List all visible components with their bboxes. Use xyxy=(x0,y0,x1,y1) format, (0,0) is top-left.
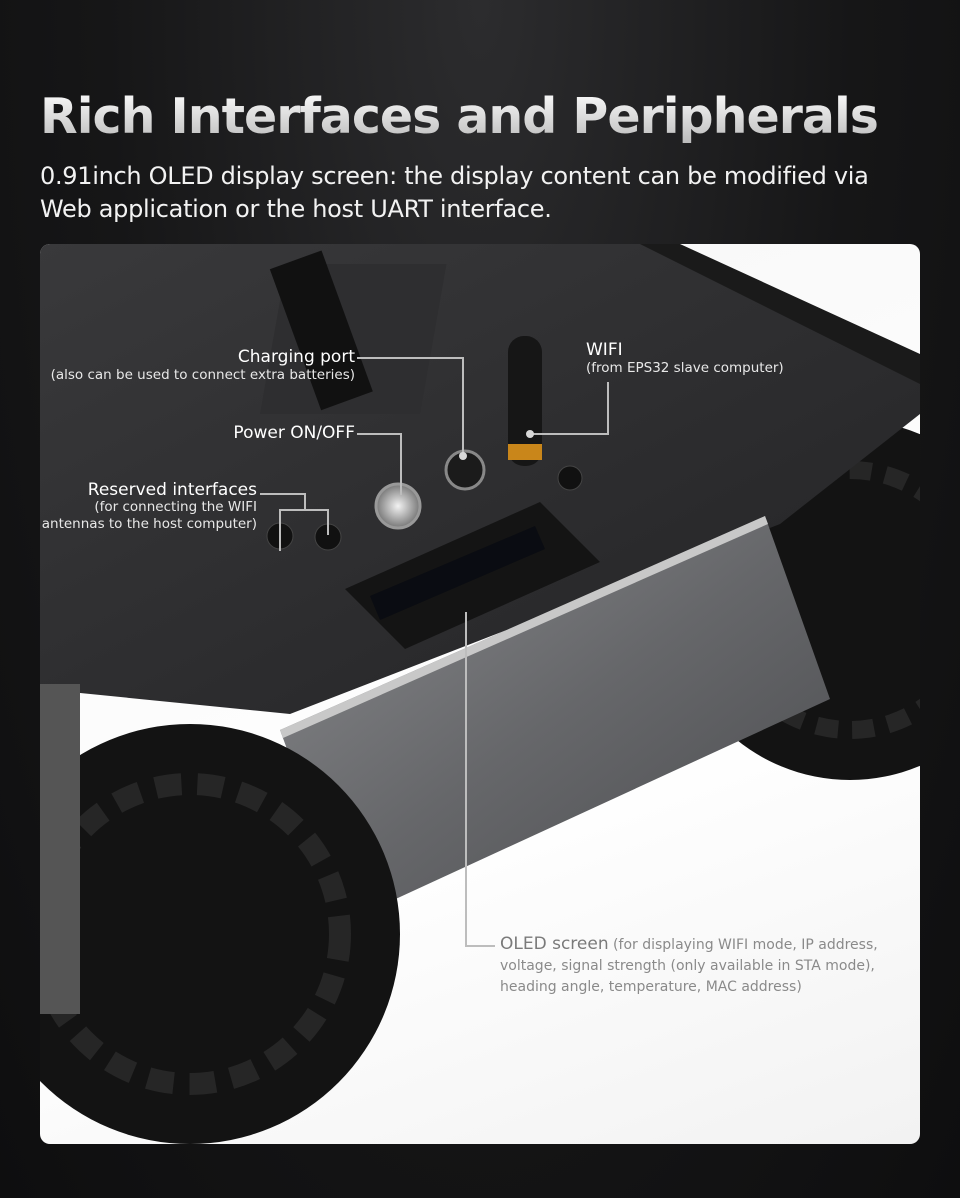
power-leader xyxy=(357,433,401,435)
wifi-label: WIFI xyxy=(586,340,623,360)
reserved-label: Reserved interfaces xyxy=(87,480,257,500)
product-image xyxy=(40,244,920,1144)
callout-oled: OLED screen (for displaying WIFI mode, I… xyxy=(500,934,900,998)
charging-label: Charging port xyxy=(237,347,355,367)
charging-note: (also can be used to connect extra batte… xyxy=(50,367,355,383)
oled-note: (for displaying WIFI mode, IP address, v… xyxy=(500,937,878,995)
reserved-leader-l xyxy=(279,509,281,551)
power-leader-v xyxy=(400,433,402,495)
oled-display xyxy=(370,526,545,620)
charging-leader xyxy=(357,357,463,359)
robot-illustration xyxy=(40,244,920,1144)
oled-label: OLED screen xyxy=(500,934,609,954)
oled-leader-h xyxy=(465,945,495,947)
page-subtitle: 0.91inch OLED display screen: the displa… xyxy=(40,162,869,223)
charging-port xyxy=(444,449,486,491)
callout-wifi: WIFI (from EPS32 slave computer) xyxy=(586,340,784,376)
front-panel xyxy=(280,516,830,920)
reserved-note-2: antennas to the host computer) xyxy=(41,516,257,532)
reserved-leader-r xyxy=(327,509,329,535)
reserved-leader xyxy=(260,493,306,495)
power-button xyxy=(374,482,422,530)
wifi-note: (from EPS32 slave computer) xyxy=(586,360,784,376)
charging-leader-v xyxy=(462,357,464,457)
charging-dot xyxy=(459,452,467,460)
oled-leader xyxy=(465,612,467,947)
callout-charging-port: Charging port (also can be used to conne… xyxy=(51,347,355,383)
page-title: Rich Interfaces and Peripherals xyxy=(40,88,879,145)
callout-power: Power ON/OFF xyxy=(233,423,355,443)
reserved-leader-v xyxy=(304,493,306,511)
callout-reserved: Reserved interfaces (for connecting the … xyxy=(42,482,257,533)
wifi-leader xyxy=(530,433,609,435)
wifi-dot xyxy=(526,430,534,438)
power-label: Power ON/OFF xyxy=(233,423,355,443)
reserved-note-1: (for connecting the WIFI xyxy=(94,499,257,515)
wifi-leader-v xyxy=(607,382,609,435)
reserved-leader-h xyxy=(279,509,329,511)
pin-header xyxy=(269,250,373,411)
